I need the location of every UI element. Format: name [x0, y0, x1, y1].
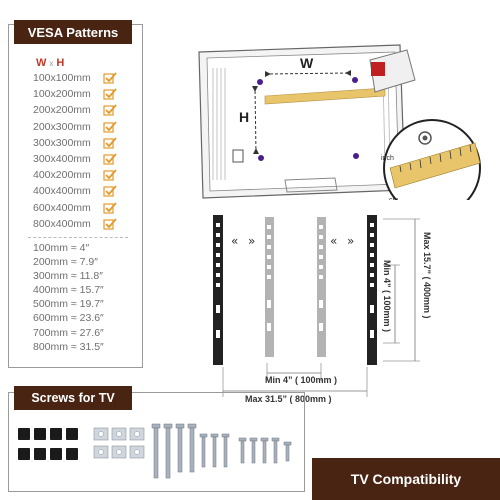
w-letter: W	[36, 57, 47, 69]
check-icon	[103, 218, 117, 230]
min-width-label: Min 4” ( 100mm )	[265, 375, 338, 385]
list-item: 100mm ≈ 4″	[33, 242, 90, 254]
cm-label: cm	[389, 197, 399, 200]
vesa-pattern-list: 100x100mm 100x200mm 200x200mm 200x300mm …	[33, 70, 117, 232]
inch-label: inch	[381, 155, 394, 162]
svg-text:«: «	[330, 234, 337, 248]
list-item: 100x200mm	[33, 86, 117, 102]
list-item: 700mm ≈ 27.6″	[33, 326, 104, 339]
max-width-label: Max 31.5” ( 800mm )	[245, 394, 332, 404]
screws-illustration	[18, 423, 292, 479]
list-item: 800mm ≈ 31.5″	[33, 340, 104, 353]
divider	[28, 237, 128, 238]
svg-text:«: «	[231, 234, 238, 248]
list-item: 300x300mm	[33, 135, 117, 151]
list-item: 500mm ≈ 19.7″	[33, 298, 104, 311]
list-item: 200x300mm	[33, 119, 117, 135]
conversion-list: 100mm ≈ 4″ 200mm ≈ 7.9″ 300mm ≈ 11.8″ 40…	[33, 242, 104, 355]
check-icon	[103, 185, 117, 198]
list-item: 600mm ≈ 23.6″	[33, 312, 104, 325]
list-item: 400x400mm	[33, 183, 117, 199]
check-icon	[103, 137, 117, 149]
check-icon	[103, 121, 117, 133]
list-item: 100x100mm	[33, 70, 117, 86]
list-item: 300mm ≈ 11.8″	[33, 270, 103, 283]
h-letter: H	[56, 57, 65, 69]
list-item: 600x400mm	[33, 200, 117, 216]
list-item: 400x200mm	[33, 167, 117, 183]
svg-text:»: »	[347, 234, 354, 248]
bracket-illustration: « » « »	[213, 215, 420, 397]
svg-text:»: »	[248, 234, 255, 248]
list-item: 800x400mm	[33, 216, 117, 232]
min-height-label: Min 4” ( 100mm )	[382, 260, 392, 333]
screws-panel-frame	[8, 392, 305, 492]
check-icon	[103, 202, 117, 214]
check-icon	[103, 72, 117, 84]
tv-compatibility-banner: TV Compatibility	[312, 458, 500, 500]
tv-back-illustration: W H inch cm	[198, 44, 481, 200]
w-label: W	[300, 55, 314, 71]
list-item: 200mm ≈ 7.9″	[33, 256, 98, 269]
list-item: 400mm ≈ 15.7″	[33, 284, 104, 297]
check-icon	[103, 169, 117, 181]
list-item: 200x200mm	[33, 102, 117, 118]
vesa-patterns-title: VESA Patterns	[14, 20, 132, 44]
check-icon	[103, 153, 117, 165]
screws-title: Screws for TV	[14, 386, 132, 410]
check-icon	[103, 88, 117, 100]
times-sign: x	[49, 59, 54, 68]
list-item: 300x400mm	[33, 151, 117, 167]
max-height-label: Max 15.7” ( 400mm )	[422, 232, 432, 319]
check-icon	[103, 104, 117, 117]
h-label: H	[239, 109, 249, 125]
